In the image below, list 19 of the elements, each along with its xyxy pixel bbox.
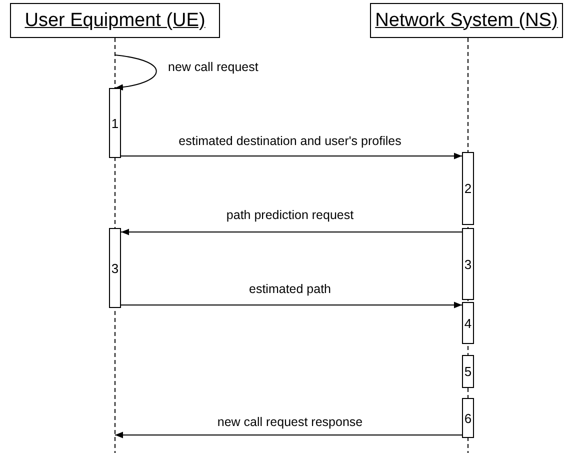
edge-label: estimated destination and user's profiles [178,134,402,148]
activation-bar: 2 [462,152,474,225]
edge-label: new call request [168,60,258,74]
edge-label: estimated path [249,282,331,296]
activation-bar: 1 [109,88,121,158]
participant-box: Network System (NS) [370,3,563,38]
activation-bar: 6 [462,398,474,438]
edge-label: new call request response [217,415,363,429]
arrow [114,432,462,438]
arrow [114,54,157,90]
edge-label: path prediction request [226,208,354,222]
arrow [120,152,462,160]
participant-box: User Equipment (UE) [10,3,220,38]
activation-bar: 3 [462,228,474,300]
activation-bar: 3 [109,228,121,308]
activation-bar: 5 [462,355,474,388]
arrow [120,228,462,236]
activation-bar: 4 [462,302,474,344]
arrow [120,302,462,308]
